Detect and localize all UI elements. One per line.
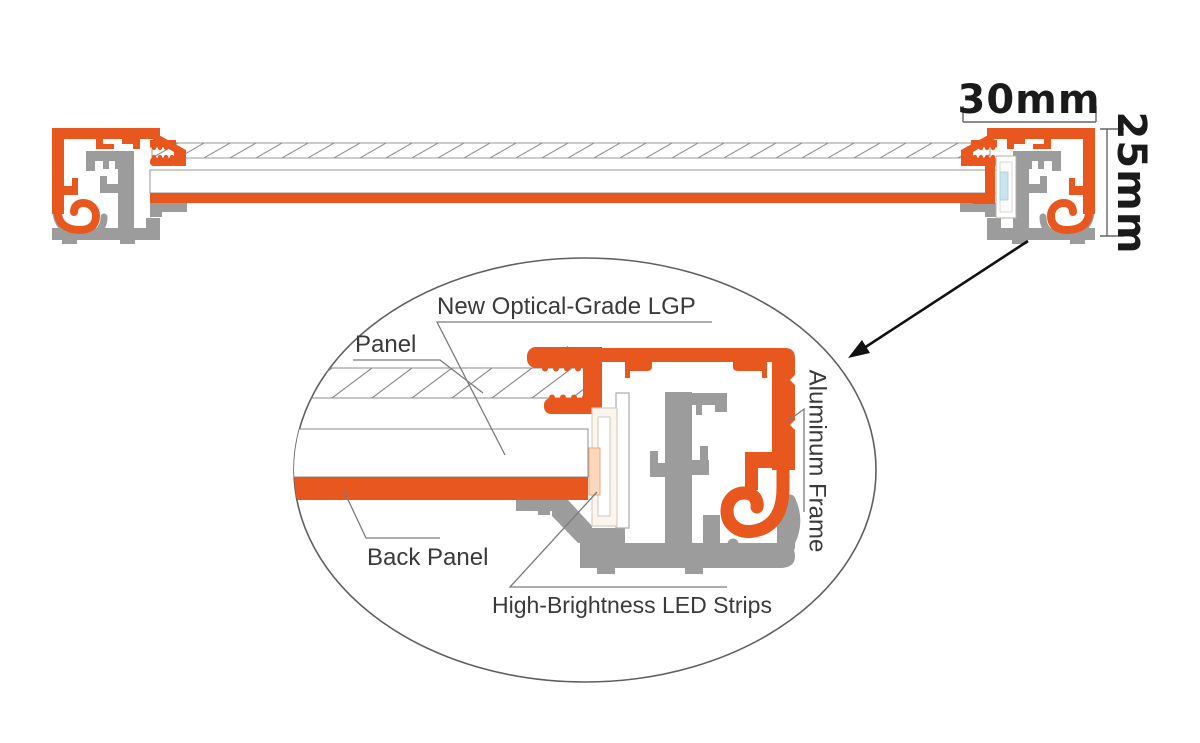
- led-diode: [999, 171, 1009, 201]
- top-assembly: 30mm 25mm: [52, 77, 1154, 255]
- detail-back-lip-foot: [538, 511, 550, 515]
- width-dimension-label: 30mm: [957, 77, 1100, 123]
- detail-view: New Optical-Grade LGP Panel Back Panel H…: [293, 257, 877, 683]
- leader-led: [508, 491, 727, 588]
- face-panel-layer: [151, 142, 991, 159]
- leader-panel: [353, 359, 484, 394]
- detail-gray-curl: [727, 494, 801, 566]
- label-back-panel: Back Panel: [367, 544, 488, 571]
- orange-inner-wall: [985, 165, 995, 203]
- dimension-30mm: [962, 106, 1097, 123]
- detail-back-lip: [516, 500, 552, 511]
- leader-lines: [342, 321, 805, 588]
- height-dimension-label: 25mm: [1108, 111, 1154, 254]
- led-backing-plate: [615, 392, 630, 529]
- detail-gray-extrusion: [580, 392, 801, 574]
- leader-back-panel: [342, 488, 440, 539]
- detail-back-panel: [294, 477, 588, 500]
- detail-layers: [294, 367, 592, 543]
- leader-lgp: [435, 321, 712, 456]
- wall-notch-2: [790, 420, 795, 430]
- detail-lgp: [294, 428, 589, 478]
- detail-led-channel: [588, 392, 630, 529]
- right-led-channel: [973, 155, 1017, 219]
- detail-orange-curl: [720, 459, 790, 539]
- label-lgp: New Optical-Grade LGP: [437, 293, 696, 320]
- lgp-layer: [149, 169, 999, 194]
- label-aluminum-frame: Aluminum Frame: [804, 370, 831, 553]
- detail-gray-ramp: [552, 500, 592, 543]
- wall-notch-1: [790, 375, 795, 385]
- leader-aluminum-frame: [787, 407, 805, 512]
- detail-pointer-arrow: [848, 239, 1029, 358]
- detail-orange-frame: [527, 346, 795, 539]
- led-emitter: [588, 447, 601, 496]
- detail-face-panel: [294, 367, 591, 399]
- label-led-strips: High-Brightness LED Strips: [492, 592, 772, 618]
- orange-inner-foot: [973, 195, 995, 204]
- label-panel: Panel: [355, 331, 416, 358]
- back-panel-layer: [150, 193, 988, 203]
- dimension-25mm: [1100, 128, 1124, 237]
